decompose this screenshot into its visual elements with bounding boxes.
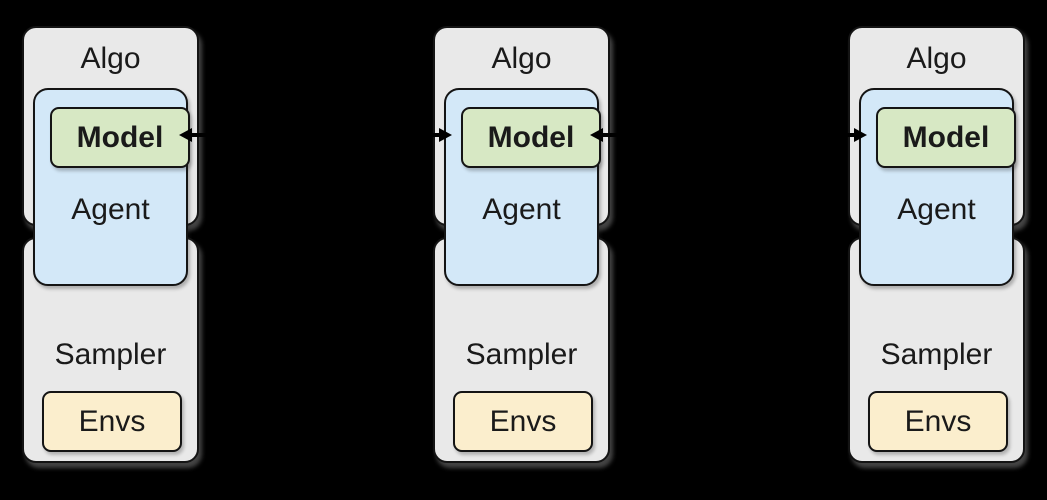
model-box: Model: [50, 107, 190, 168]
envs-label: Envs: [78, 404, 146, 438]
algo-label: Algo: [906, 42, 967, 75]
agent-label: Agent: [482, 193, 561, 226]
envs-box: Envs: [453, 391, 593, 452]
agent-box: Model Agent: [444, 88, 601, 286]
pipeline-column-1: Algo Sampler Envs Model Agent: [22, 26, 206, 463]
agent-label: Agent: [897, 193, 976, 226]
envs-label: Envs: [489, 404, 557, 438]
agent-box: Model Agent: [33, 88, 190, 286]
model-label: Model: [76, 120, 164, 154]
model-label: Model: [487, 120, 575, 154]
sampler-label: Sampler: [465, 338, 578, 371]
model-box: Model: [461, 107, 601, 168]
agent-label: Agent: [71, 193, 150, 226]
envs-box: Envs: [42, 391, 182, 452]
pipeline-column-2: Algo Sampler Envs Model Agent: [425, 26, 617, 463]
arrow-into-model-right-icon: [179, 128, 206, 142]
model-box: Model: [876, 107, 1016, 168]
envs-label: Envs: [904, 404, 972, 438]
algo-label: Algo: [491, 42, 552, 75]
sampler-label: Sampler: [54, 338, 167, 371]
pipeline-column-3: Algo Sampler Envs Model Agent: [840, 26, 1025, 463]
arrow-into-model-left-icon: [840, 128, 867, 142]
sampler-label: Sampler: [880, 338, 993, 371]
arrow-into-model-left-icon: [425, 128, 452, 142]
algo-label: Algo: [80, 42, 141, 75]
model-label: Model: [902, 120, 990, 154]
agent-box: Model Agent: [859, 88, 1016, 286]
arrow-into-model-right-icon: [590, 128, 617, 142]
envs-box: Envs: [868, 391, 1008, 452]
